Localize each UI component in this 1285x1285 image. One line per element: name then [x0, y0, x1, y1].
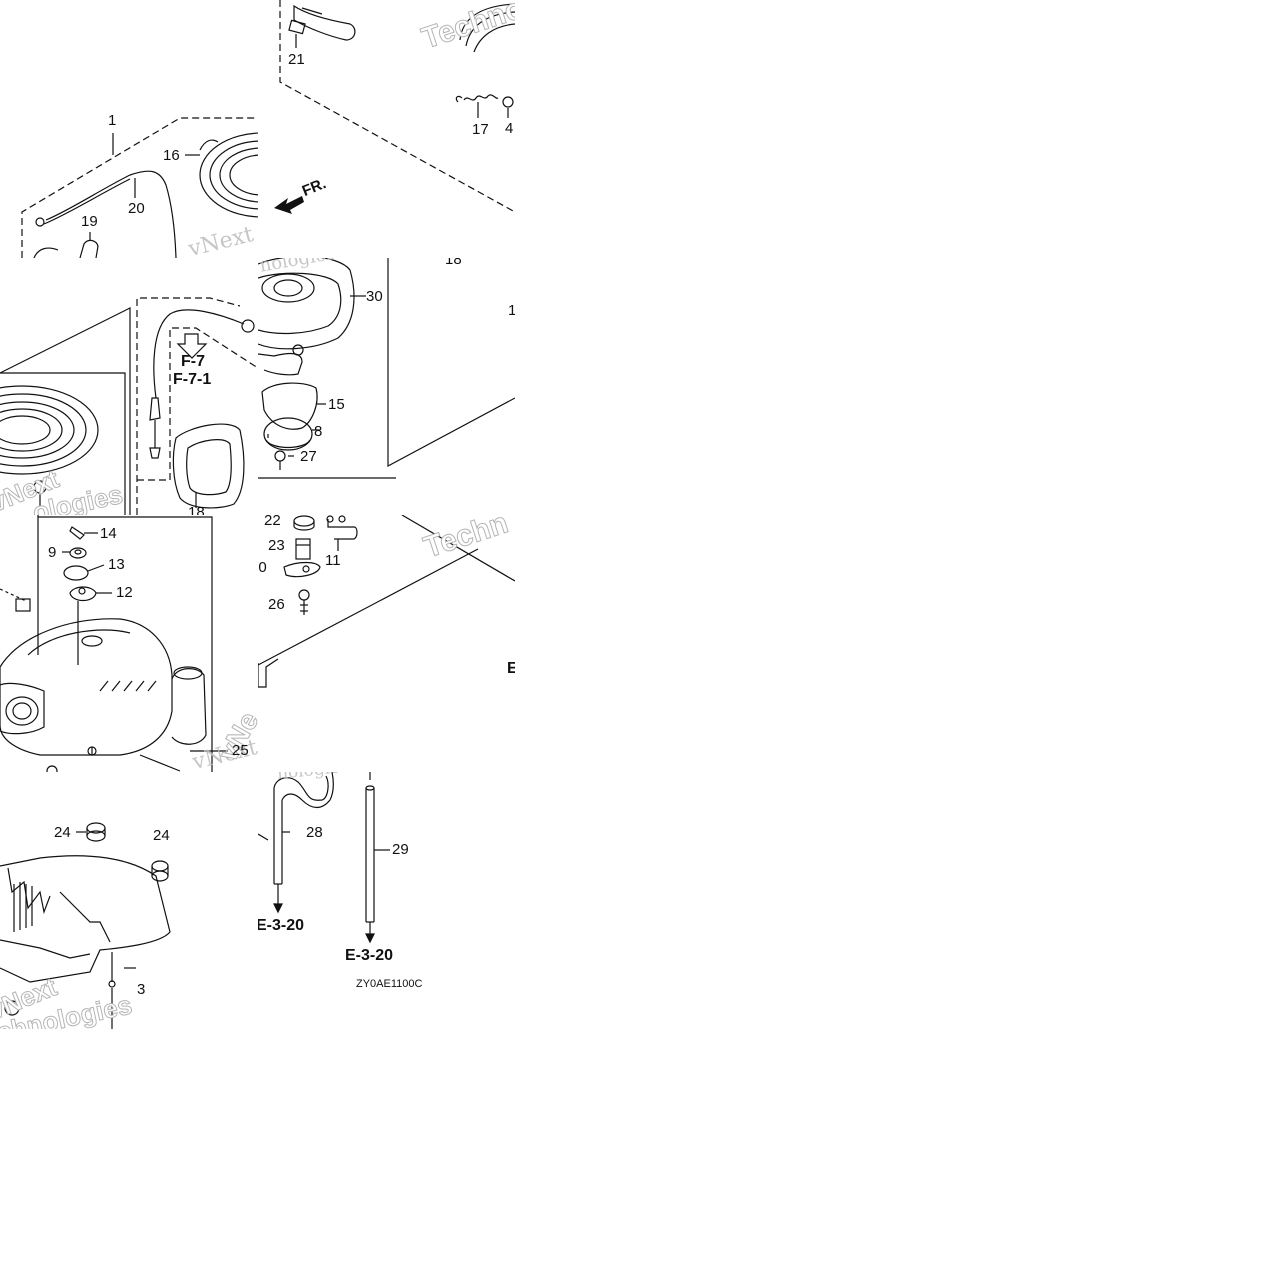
tile-bottom-middle-drawing	[258, 772, 390, 944]
part-number-22: 22	[264, 515, 281, 529]
tile-top-middle: Techno 21 17 4 FR.	[258, 0, 515, 258]
part-number-18: 18	[445, 258, 462, 268]
reference-e-3-20: E-3-20	[345, 947, 394, 964]
part-number-3: 3	[137, 981, 146, 998]
part-number-24: 24	[54, 824, 71, 841]
part-number-17: 17	[472, 121, 489, 138]
reference-f7-1: F-7-1	[173, 371, 212, 388]
part-number-10: 10	[258, 559, 267, 576]
tile-lower-left: 14 9 13 12 vNext Tec vNe 25	[0, 515, 258, 772]
tile-bottom-left-drawing	[0, 822, 171, 1029]
tile-top-left-drawing	[21, 117, 258, 258]
part-number-28: 28	[306, 824, 323, 841]
part-number-1: 1	[108, 112, 117, 129]
part-number-1: 1	[508, 302, 515, 319]
part-number-29: 29	[392, 841, 409, 858]
part-number-24: 24	[153, 827, 170, 844]
diagram-code: ZY0AE1100C	[356, 978, 423, 990]
reference-f7: F-7	[181, 353, 205, 370]
tile-bottom-middle: nologies 28 29 E-3-20 E-3-20 ZY0AE1100C	[258, 772, 515, 1029]
part-number-21: 21	[288, 51, 305, 68]
tile-top-middle-drawing	[274, 0, 515, 214]
part-number-20: 20	[128, 200, 145, 217]
part-number-12: 12	[116, 584, 133, 601]
tile-middle-left: F-7 F-7-1 18 vNext ologies	[0, 258, 258, 515]
tile-bottom-left: 24 24 3 vNext chnologies	[0, 772, 258, 1029]
tile-lower-left-drawing	[0, 515, 228, 772]
part-number-19: 19	[81, 213, 98, 230]
part-number-15: 15	[328, 396, 345, 413]
part-number-26: 26	[268, 596, 285, 613]
part-number-13: 13	[108, 556, 125, 573]
tile-middle-middle-drawing	[258, 258, 515, 479]
part-number-23: 23	[268, 537, 285, 554]
tile-middle-left-drawing	[0, 297, 258, 515]
part-number-8: 8	[314, 423, 323, 440]
reference-e-cut: E	[507, 660, 515, 677]
tile-lower-middle-drawing	[258, 515, 515, 688]
part-number-30: 30	[366, 288, 383, 305]
tile-middle-middle: nologies 30 15 8 27 18 1	[258, 258, 515, 515]
part-number-14: 14	[100, 525, 117, 542]
part-number-9: 9	[48, 544, 57, 561]
part-number-16: 16	[163, 147, 180, 164]
part-number-27: 27	[300, 448, 317, 465]
reference-e-3-20: E-3-20	[258, 917, 305, 934]
tile-top-left: 1 16 20 19 vNext Tec	[0, 0, 258, 258]
part-number-4: 4	[505, 120, 514, 137]
part-number-11: 11	[325, 552, 341, 569]
tile-lower-middle: Techn 22 23 10 11 26 E	[258, 515, 515, 772]
part-number-18: 18	[188, 504, 205, 515]
part-number-25: 25	[232, 742, 249, 759]
